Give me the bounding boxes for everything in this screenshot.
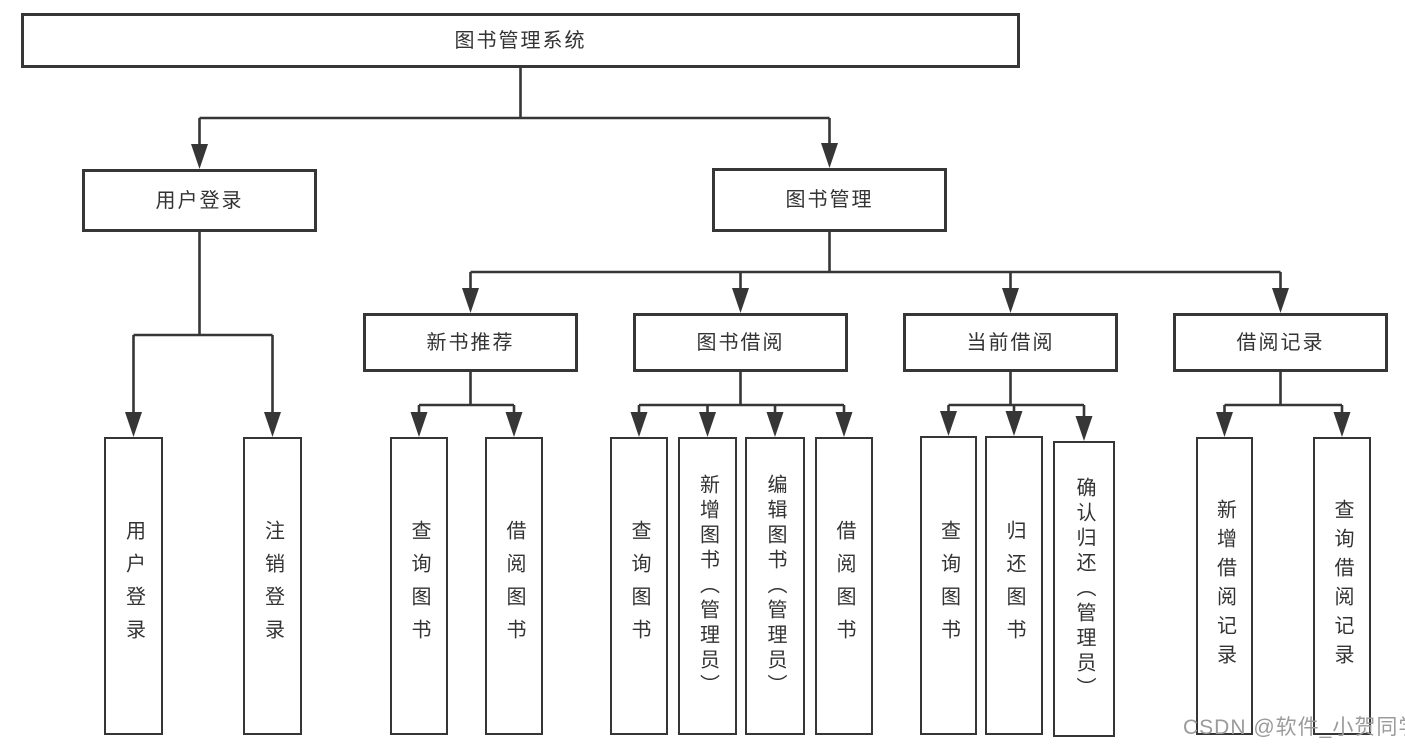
node-confirm-return-admin: 确认归还（管理员） xyxy=(1053,441,1115,737)
node-query-borrow-record-label: 查询借阅记录 xyxy=(1331,499,1353,673)
node-query-books-borrowing-label: 查询图书 xyxy=(628,520,650,652)
node-current-borrowing-label: 当前借阅 xyxy=(966,331,1055,354)
node-borrow-books-action: 借阅图书 xyxy=(815,437,873,735)
node-edit-book-admin: 编辑图书（管理员） xyxy=(745,437,805,735)
node-edit-book-admin-label: 编辑图书（管理员） xyxy=(764,473,786,699)
node-logout-action: 注销登录 xyxy=(243,437,302,735)
node-confirm-return-admin-label: 确认归还（管理员） xyxy=(1073,476,1095,702)
node-borrow-books-recommend: 借阅图书 xyxy=(485,437,543,735)
node-query-borrow-record: 查询借阅记录 xyxy=(1313,437,1371,735)
node-user-login-action: 用户登录 xyxy=(104,437,163,735)
arrowhead-icons xyxy=(125,143,1351,441)
node-add-borrow-record-label: 新增借阅记录 xyxy=(1213,499,1236,673)
node-borrow-records: 借阅记录 xyxy=(1173,313,1388,372)
node-new-book-recommendation: 新书推荐 xyxy=(363,313,578,372)
node-borrow-books-recommend-label: 借阅图书 xyxy=(503,520,525,652)
node-user-login-label: 用户登录 xyxy=(155,189,244,212)
node-logout-action-label: 注销登录 xyxy=(261,520,284,652)
node-add-book-admin-label: 新增图书（管理员） xyxy=(696,473,719,699)
node-book-borrowing-label: 图书借阅 xyxy=(696,331,785,354)
node-add-book-admin: 新增图书（管理员） xyxy=(678,437,737,735)
node-root: 图书管理系统 xyxy=(21,13,1020,68)
node-book-management-label: 图书管理 xyxy=(785,189,874,211)
node-new-book-recommendation-label: 新书推荐 xyxy=(426,331,515,354)
node-query-books-recommend: 查询图书 xyxy=(390,437,448,735)
node-borrow-records-label: 借阅记录 xyxy=(1236,331,1325,354)
node-add-borrow-record: 新增借阅记录 xyxy=(1196,437,1253,735)
node-book-borrowing: 图书借阅 xyxy=(633,313,848,372)
node-root-label: 图书管理系统 xyxy=(454,29,587,52)
node-return-books-label: 归还图书 xyxy=(1003,519,1025,652)
node-current-borrowing: 当前借阅 xyxy=(903,313,1118,372)
csdn-watermark: CSDN @软件_小贺同学 xyxy=(1183,716,1405,739)
node-book-management: 图书管理 xyxy=(712,168,947,232)
node-borrow-books-action-label: 借阅图书 xyxy=(833,520,855,652)
node-query-books-current: 查询图书 xyxy=(920,436,977,735)
node-return-books: 归还图书 xyxy=(985,436,1043,735)
node-user-login: 用户登录 xyxy=(82,169,317,232)
node-query-books-current-label: 查询图书 xyxy=(937,519,960,652)
node-query-books-borrowing: 查询图书 xyxy=(610,437,668,735)
node-query-books-recommend-label: 查询图书 xyxy=(408,520,430,652)
node-user-login-action-label: 用户登录 xyxy=(122,520,145,652)
